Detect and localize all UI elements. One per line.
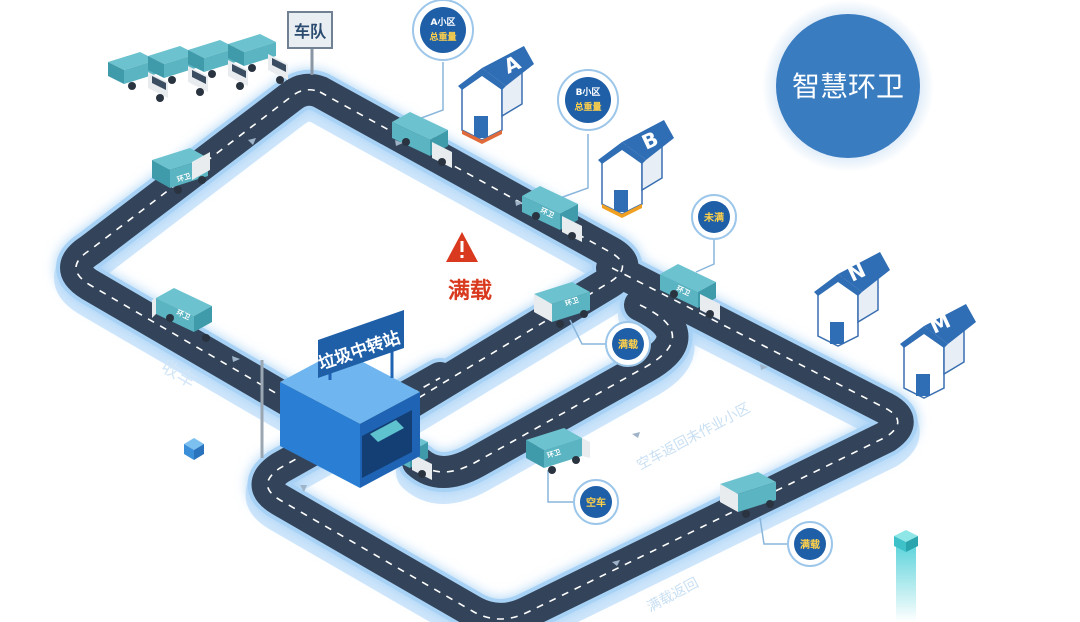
- house-a: A: [458, 46, 534, 144]
- parked-truck-icon: [228, 34, 288, 84]
- house-icon: [598, 120, 674, 218]
- warning-label: 满载: [448, 278, 492, 304]
- truck-icon: [152, 288, 212, 342]
- truck-icon: [526, 428, 590, 474]
- decor-beacon-right: [894, 530, 918, 622]
- truck-icon: [522, 186, 582, 242]
- status-not-full-label: 未满: [703, 211, 724, 224]
- truck-icon: [392, 112, 452, 168]
- overload-warning: 满载: [446, 232, 492, 304]
- truck-label: 环卫: [546, 448, 562, 460]
- station-sign: [318, 310, 404, 378]
- truck-icon: [534, 282, 590, 328]
- bubble-b-line1: B小区: [576, 86, 601, 98]
- dumpster-icon: [370, 420, 404, 442]
- house-icon: [900, 304, 976, 399]
- bubble-a-line1: A小区: [431, 16, 456, 28]
- fleet-sign: 车队: [287, 11, 333, 75]
- transfer-station: 垃圾中转站: [260, 310, 420, 488]
- page-title: 智慧环卫: [792, 70, 904, 103]
- house-icon: [814, 252, 890, 347]
- decor-cube-left: [184, 438, 204, 460]
- truck-icon: [720, 472, 776, 518]
- bubble-community-b: B小区 总重量: [557, 69, 619, 199]
- bubble-community-a: A小区 总重量: [412, 0, 474, 121]
- house-n: N: [814, 252, 890, 347]
- road-trucks: 环卫 环卫 环卫 环卫 环卫: [152, 112, 776, 518]
- bubble-status-full-2: 满载: [759, 517, 833, 567]
- status-full-1-label: 满载: [618, 338, 638, 351]
- bubble-a-line2: 总重量: [429, 31, 456, 43]
- truck-icon: [660, 264, 720, 320]
- truck-icon: [152, 148, 210, 194]
- bubble-b-line2: 总重量: [574, 101, 601, 113]
- status-full-2-label: 满载: [800, 538, 820, 551]
- truck-label: 环卫: [176, 172, 192, 184]
- parked-fleet: [108, 34, 288, 102]
- truck-label: 环卫: [564, 296, 580, 308]
- title-badge: 智慧环卫: [762, 0, 934, 172]
- bubble-status-not-full: 未满: [691, 194, 737, 273]
- road-label-return: 空车返回未作业小区: [634, 399, 753, 473]
- bubble-status-full-1: 满载: [569, 319, 651, 367]
- bubble-status-empty: 空车: [547, 470, 619, 525]
- house-icon: [458, 46, 534, 144]
- house-m: M: [900, 304, 976, 399]
- house-b: B: [598, 120, 674, 218]
- fleet-sign-label: 车队: [294, 22, 327, 41]
- status-empty-label: 空车: [586, 496, 606, 509]
